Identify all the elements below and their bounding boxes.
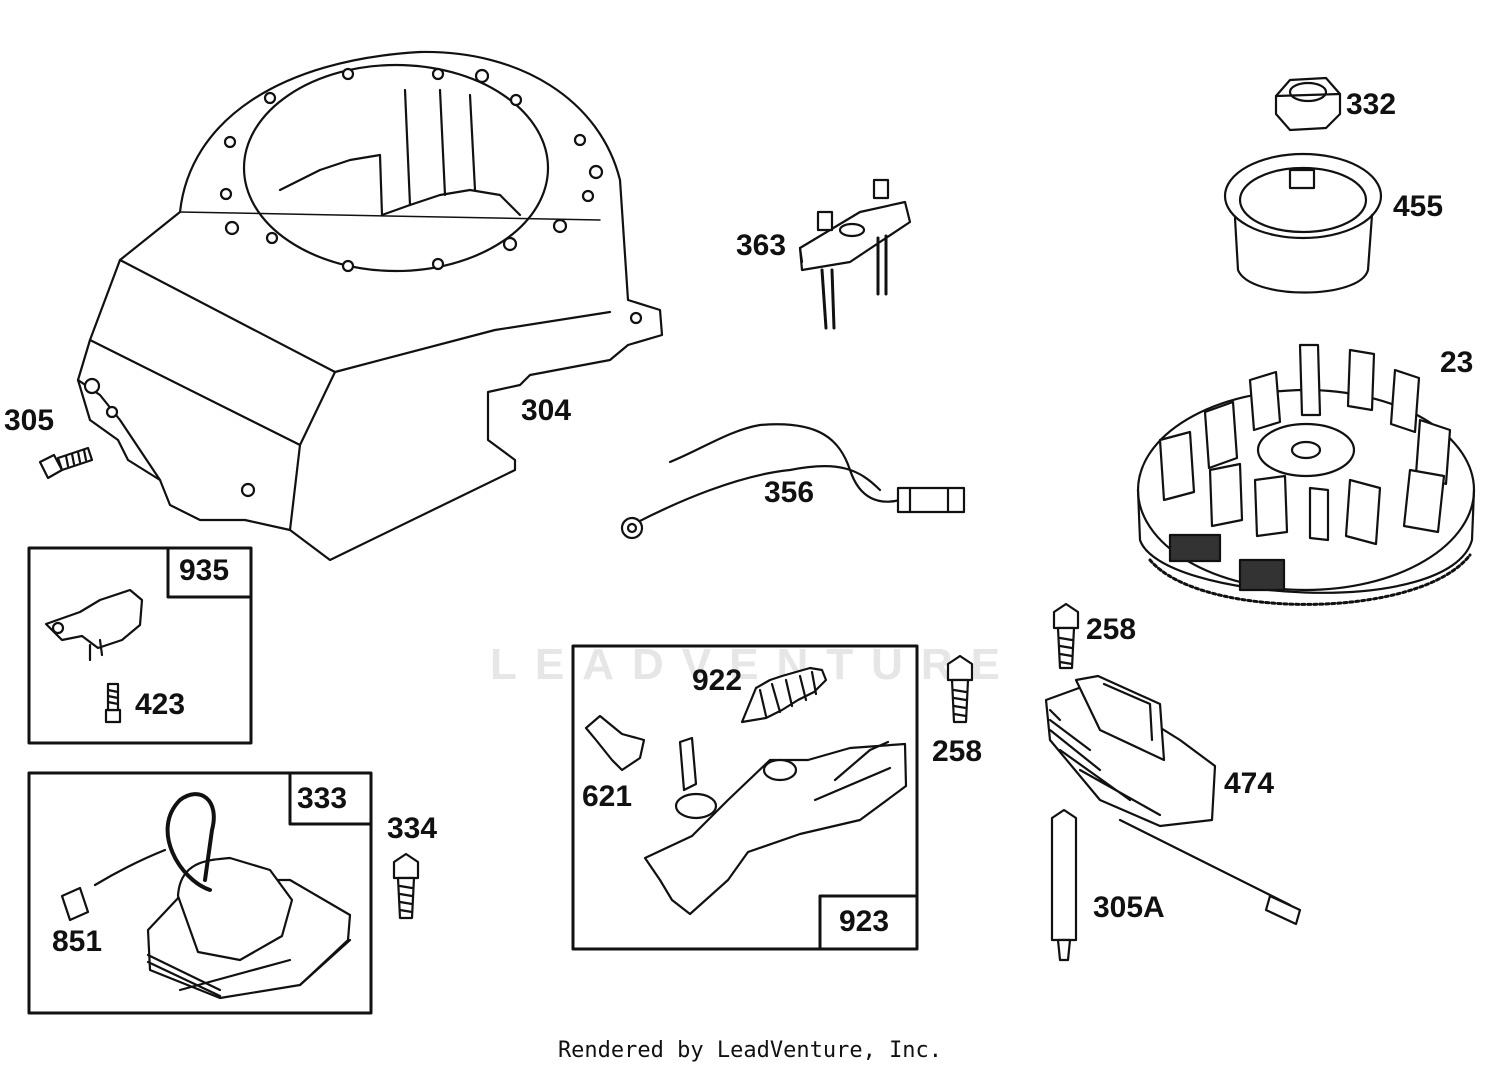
- clip-621-part: [584, 714, 646, 772]
- starter-cup-455-part: [1223, 152, 1383, 294]
- footer-credit: Rendered by LeadVenture, Inc.: [557, 1038, 943, 1063]
- flywheel-23-part: [1136, 343, 1476, 606]
- label-333: 333: [297, 782, 348, 815]
- label-258-middle: 258: [932, 735, 983, 768]
- label-922: 922: [692, 664, 743, 697]
- label-305A: 305A: [1093, 891, 1165, 924]
- blower-housing-part: [76, 50, 664, 562]
- label-621: 621: [582, 780, 633, 813]
- nut-332-part: [1274, 76, 1342, 132]
- ignition-coil-333-part: [60, 792, 352, 1000]
- label-935: 935: [179, 554, 230, 587]
- label-304: 304: [521, 394, 572, 427]
- label-332: 332: [1346, 88, 1397, 121]
- label-363: 363: [736, 229, 787, 262]
- kit-333-box: [27, 771, 373, 1015]
- label-356: 356: [764, 476, 815, 509]
- label-258-right: 258: [1086, 613, 1137, 646]
- label-474: 474: [1224, 767, 1275, 800]
- screw-334-part: [392, 852, 420, 920]
- label-923: 923: [839, 905, 890, 938]
- screw-258-middle-part: [946, 654, 974, 724]
- armature-474-part: [1044, 674, 1302, 926]
- governor-bracket-923-part: [643, 736, 908, 916]
- screw-423-part: [104, 682, 122, 724]
- label-334: 334: [387, 812, 438, 845]
- label-851: 851: [52, 925, 103, 958]
- label-455: 455: [1393, 190, 1444, 223]
- spring-922-part: [740, 666, 828, 724]
- label-305: 305: [4, 404, 55, 437]
- screw-258-right-part: [1052, 602, 1080, 670]
- leadventure-watermark: LEADVENTURE: [490, 640, 1019, 689]
- stop-switch-935-part: [44, 588, 144, 662]
- label-23: 23: [1440, 346, 1474, 379]
- kit-935-box: [27, 546, 253, 745]
- spacer-305A-part: [1050, 808, 1078, 962]
- kit-923-box: [571, 644, 919, 951]
- bracket-363-part: [798, 178, 912, 330]
- bolt-305-part: [38, 446, 94, 480]
- ground-wire-356-part: [620, 423, 966, 540]
- label-423: 423: [135, 688, 186, 721]
